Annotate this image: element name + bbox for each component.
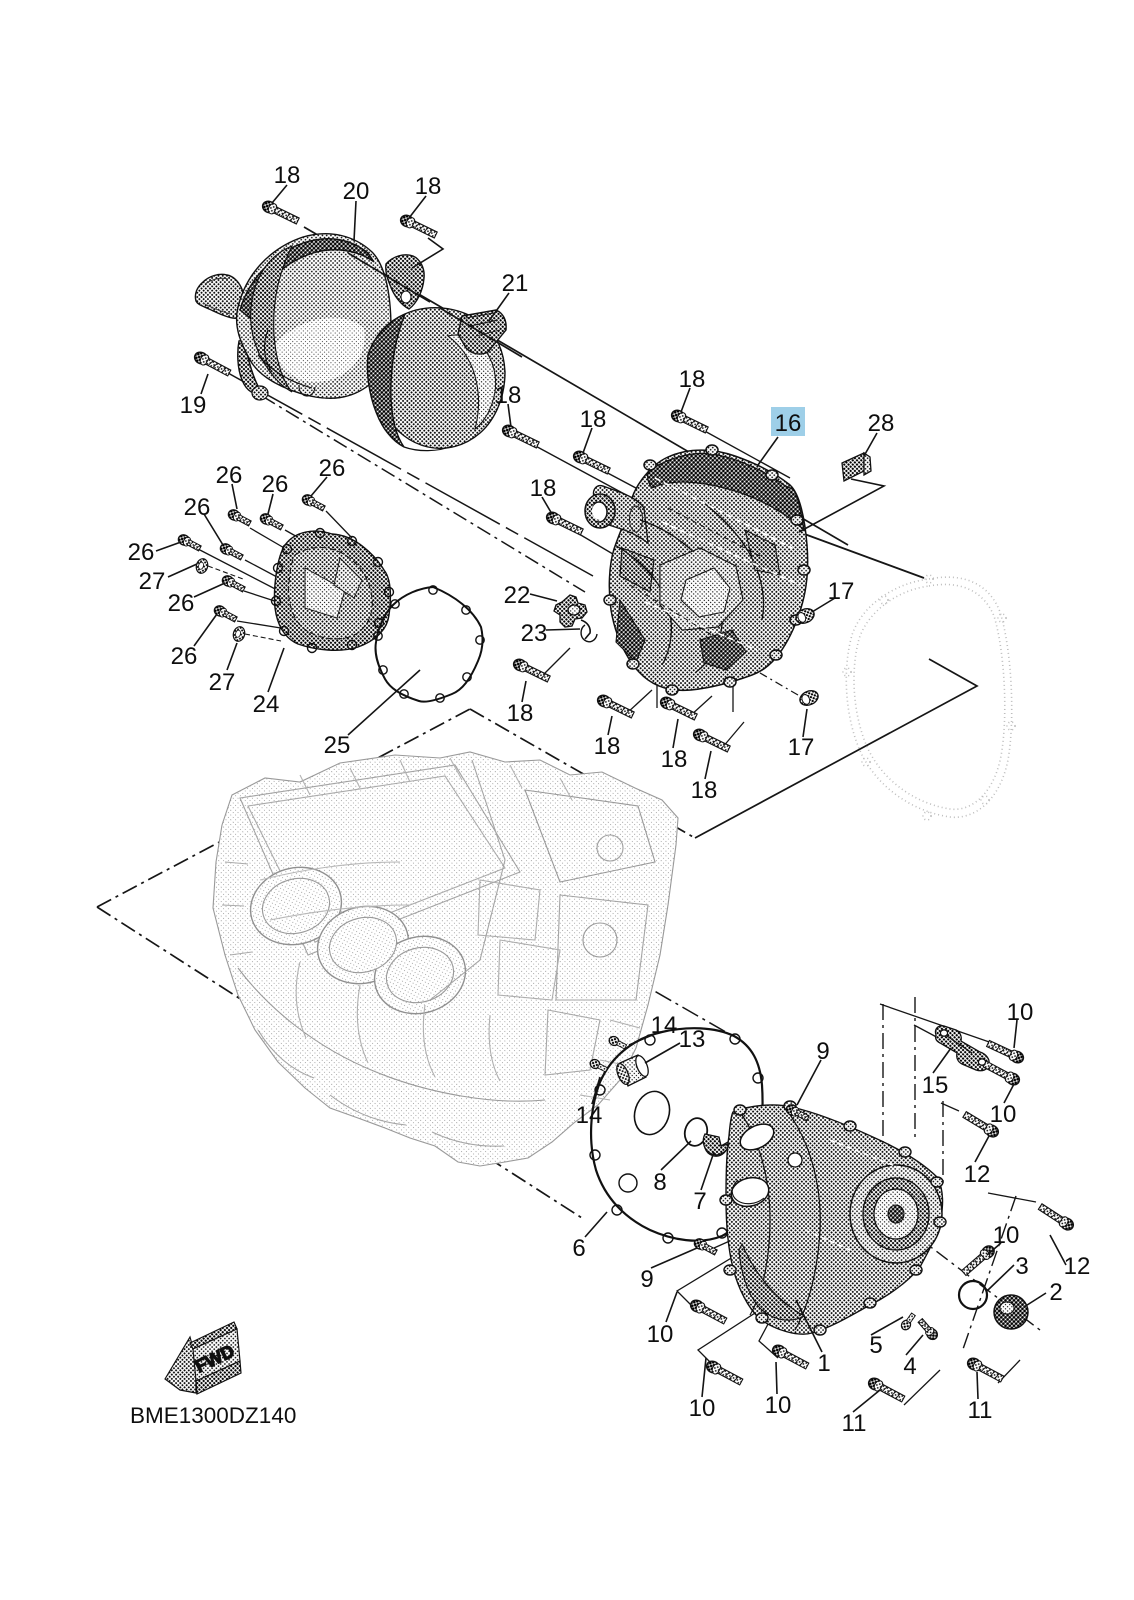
svg-text:10: 10	[1007, 999, 1034, 1026]
svg-text:26: 26	[184, 494, 211, 521]
svg-text:14: 14	[651, 1012, 678, 1039]
svg-text:12: 12	[1064, 1253, 1091, 1280]
svg-text:18: 18	[661, 746, 688, 773]
svg-text:11: 11	[842, 1410, 867, 1437]
svg-text:10: 10	[689, 1395, 716, 1422]
svg-text:26: 26	[171, 643, 198, 670]
svg-text:18: 18	[495, 382, 522, 409]
svg-text:26: 26	[128, 539, 155, 566]
svg-text:3: 3	[1015, 1253, 1028, 1280]
svg-text:17: 17	[828, 578, 855, 605]
svg-text:6: 6	[572, 1235, 585, 1262]
svg-text:18: 18	[594, 733, 621, 760]
svg-text:27: 27	[139, 568, 166, 595]
svg-text:18: 18	[415, 173, 442, 200]
svg-text:2: 2	[1049, 1279, 1062, 1306]
svg-text:26: 26	[168, 590, 195, 617]
svg-text:15: 15	[922, 1072, 949, 1099]
svg-text:17: 17	[788, 734, 815, 761]
svg-text:23: 23	[521, 620, 548, 647]
svg-text:18: 18	[580, 406, 607, 433]
svg-text:18: 18	[274, 162, 301, 189]
svg-text:8: 8	[653, 1169, 666, 1196]
svg-text:9: 9	[816, 1038, 829, 1065]
svg-text:18: 18	[691, 777, 718, 804]
svg-text:10: 10	[765, 1392, 792, 1419]
svg-text:26: 26	[216, 462, 243, 489]
svg-text:18: 18	[507, 700, 534, 727]
svg-text:9: 9	[640, 1266, 653, 1293]
svg-text:10: 10	[990, 1101, 1017, 1128]
svg-text:27: 27	[209, 669, 236, 696]
svg-text:10: 10	[647, 1321, 674, 1348]
svg-text:26: 26	[262, 471, 289, 498]
svg-text:20: 20	[343, 178, 370, 205]
svg-text:25: 25	[324, 732, 351, 759]
svg-text:10: 10	[993, 1222, 1020, 1249]
svg-text:12: 12	[964, 1161, 991, 1188]
svg-text:19: 19	[180, 392, 207, 419]
svg-text:26: 26	[319, 455, 346, 482]
svg-text:22: 22	[504, 582, 531, 609]
svg-text:4: 4	[903, 1353, 916, 1380]
svg-text:21: 21	[502, 270, 529, 297]
svg-text:14: 14	[576, 1102, 603, 1129]
svg-text:28: 28	[868, 410, 895, 437]
svg-text:18: 18	[530, 475, 557, 502]
svg-text:18: 18	[679, 366, 706, 393]
svg-text:5: 5	[869, 1332, 882, 1359]
svg-text:24: 24	[253, 691, 280, 718]
svg-text:11: 11	[968, 1397, 993, 1424]
svg-text:1: 1	[817, 1350, 830, 1377]
svg-text:13: 13	[679, 1026, 706, 1053]
svg-text:7: 7	[693, 1188, 706, 1215]
svg-text:BME1300DZ140: BME1300DZ140	[130, 1403, 296, 1428]
svg-text:16: 16	[775, 410, 802, 437]
